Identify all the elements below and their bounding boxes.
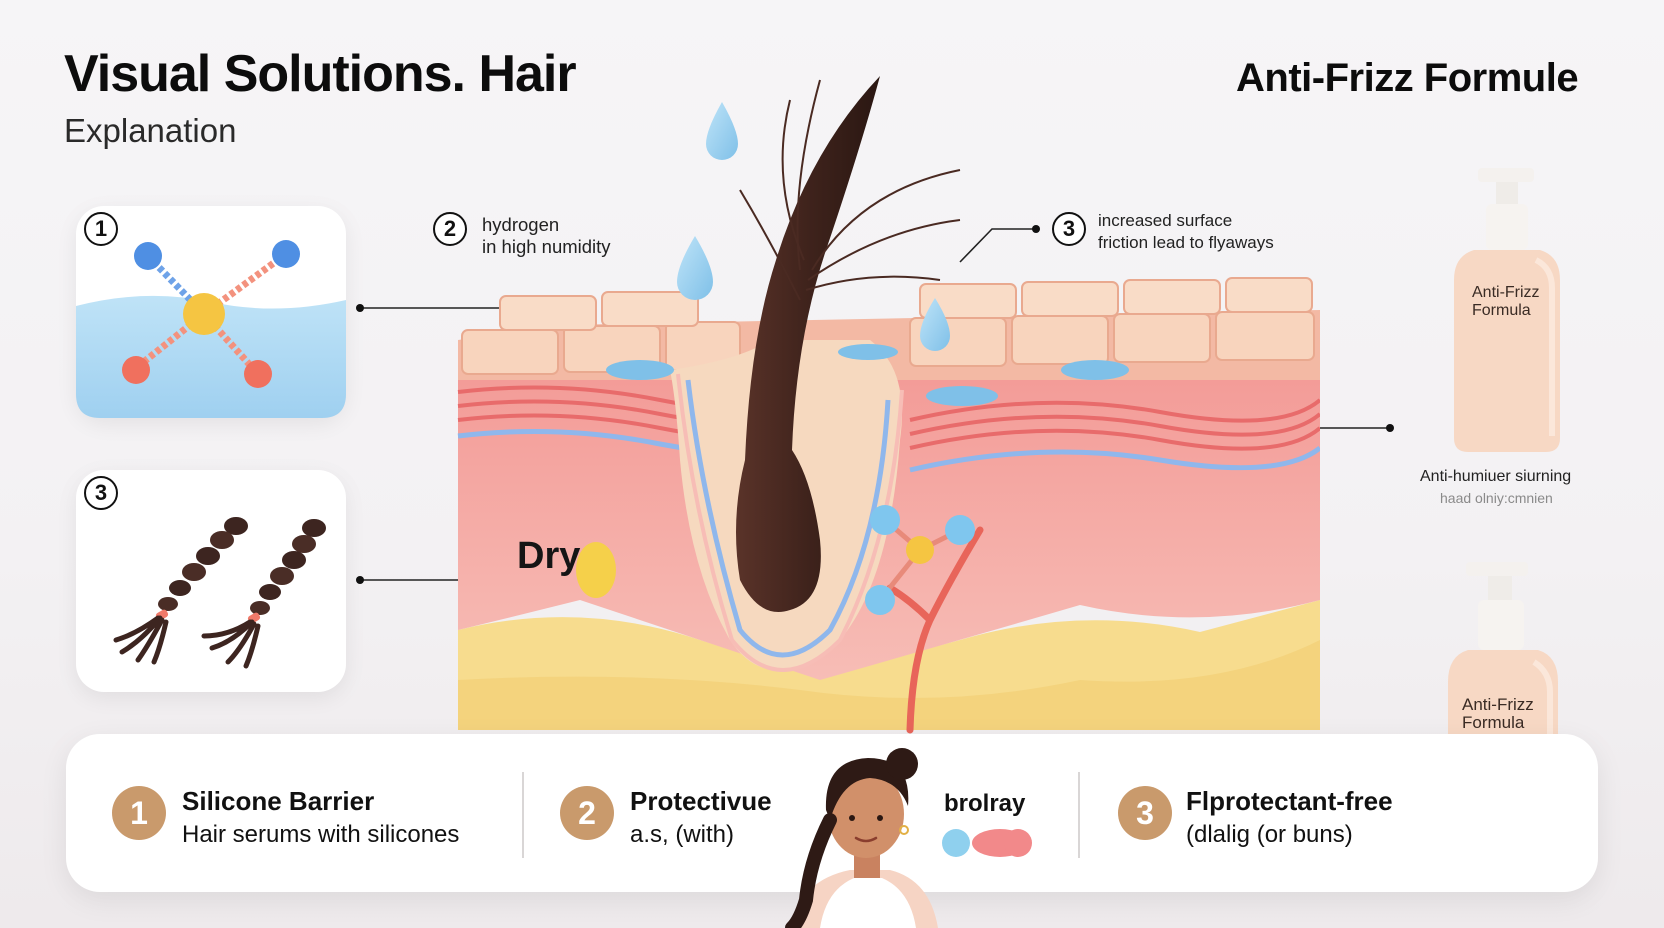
product-bottle-top: [1454, 168, 1560, 452]
braids-illustration: [113, 517, 326, 669]
bubble-label: brolray: [944, 790, 1026, 817]
solution-number: 3: [1118, 786, 1172, 840]
page-subtitle: Explanation: [64, 112, 237, 149]
solution-protective: Protectivue a.s, (with): [630, 786, 772, 848]
water-bead: [1061, 360, 1129, 380]
atom-blue: [272, 240, 300, 268]
atom-blue: [134, 242, 162, 270]
hair-shaft: [736, 76, 880, 612]
water-drop-icon: [677, 236, 713, 300]
card-braids: 3: [76, 470, 346, 692]
solution-number: 1: [112, 786, 166, 840]
atom-yellow: [183, 293, 225, 335]
dry-label: Dry: [517, 535, 581, 577]
callout-hydrogen: hydrogen in high numidity: [482, 214, 611, 257]
solution-number: 2: [560, 786, 614, 840]
leader-dot: [1032, 225, 1040, 233]
card-number: 1: [84, 212, 118, 246]
water-drop-icon: [706, 102, 738, 160]
molecule-illustration: [76, 240, 346, 418]
callout-number: 2: [433, 212, 467, 246]
leader-dot: [356, 576, 364, 584]
water-bead: [926, 386, 998, 406]
water-bead: [838, 344, 898, 360]
leader-dot: [1386, 424, 1394, 432]
product-title: Anti-Frizz Formule: [1236, 56, 1579, 100]
callout-friction: increased surface friction lead to flyaw…: [1098, 211, 1274, 252]
leader-callout3: [959, 228, 1036, 263]
braid-right: [201, 519, 326, 669]
solution-divider: [522, 772, 524, 858]
blood-vessel: [886, 526, 984, 734]
solution-protectant-free: Flprotectant-free (dlalig (or buns): [1186, 786, 1393, 848]
skin-cross-section: [457, 76, 1320, 734]
product-caption-sub: haad olniy:cmnien: [1440, 490, 1553, 506]
card-molecule: 1: [76, 206, 346, 418]
braid-left: [113, 517, 248, 665]
atom-red: [122, 356, 150, 384]
leader-dot: [356, 304, 364, 312]
page-title: Visual Solutions. Hair: [64, 45, 577, 103]
bottle-label: Anti-Frizz Formula: [1472, 284, 1540, 319]
water-bead: [606, 360, 674, 380]
chain-left-bottom: [133, 311, 207, 371]
bubble-pill-icon: [942, 829, 1032, 857]
water-drop-icon: [920, 298, 950, 351]
solution-divider: [1078, 772, 1080, 858]
callout-number: 3: [1052, 212, 1086, 246]
bottle-label: Anti-Frizz Formula: [1462, 695, 1534, 732]
card-number: 3: [84, 476, 118, 510]
solution-silicone-barrier: Silicone Barrier Hair serums with silico…: [182, 786, 460, 848]
sebaceous-gland: [576, 542, 616, 598]
water-area: [76, 295, 346, 418]
molecule-dermis: [865, 505, 975, 615]
atom-red: [244, 360, 272, 388]
woman-illustration: [785, 748, 938, 928]
product-caption: Anti-humiuer siurning: [1420, 468, 1572, 485]
